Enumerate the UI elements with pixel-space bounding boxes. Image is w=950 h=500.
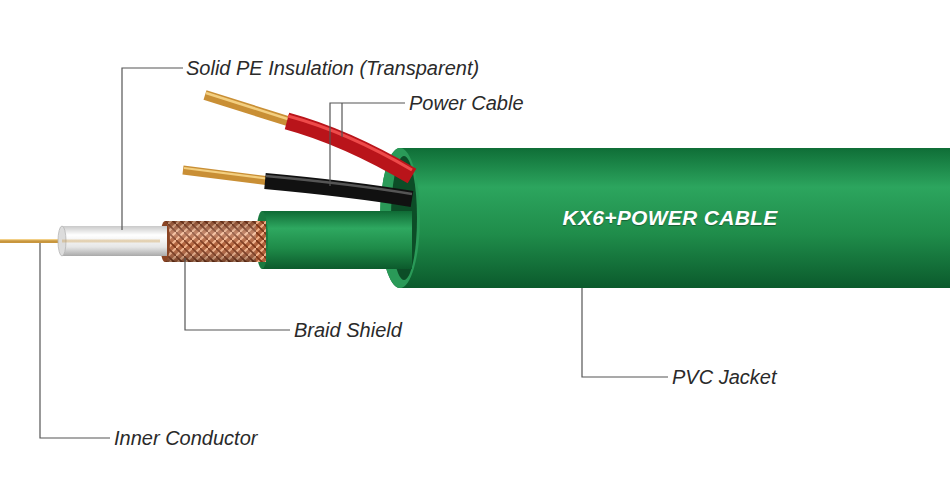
- red-wire-strands: [205, 95, 294, 123]
- inner-conductor: [0, 239, 64, 243]
- pe-insulation-end: [58, 226, 66, 256]
- conductor-through-pe: [62, 240, 167, 243]
- coax-sheath: [262, 211, 412, 269]
- leader-line: [330, 103, 405, 186]
- jacket-cavity: [391, 156, 417, 280]
- part-label: Inner Conductor: [114, 426, 257, 450]
- black-wire-insulation: [265, 181, 412, 199]
- leader-line: [40, 243, 110, 438]
- black-wire-strand-highlight: [184, 168, 270, 179]
- pe-insulation-exit: [160, 226, 167, 256]
- braid-shield-exit: [256, 221, 266, 262]
- red-wire-strand-highlight: [206, 93, 294, 121]
- black-wire-strands: [183, 170, 270, 181]
- jacket-end-face: [380, 148, 420, 288]
- leader-line: [582, 288, 668, 377]
- part-label: Solid PE Insulation (Transparent): [186, 56, 479, 80]
- cable-jacket: KX6+POWER CABLE: [380, 148, 950, 288]
- part-label: Braid Shield: [294, 318, 402, 342]
- coax-sheath-end: [256, 211, 268, 269]
- red-wire-highlight: [288, 116, 412, 170]
- leader-line: [185, 258, 290, 330]
- braid-shield-end: [160, 221, 170, 262]
- leader-line: [122, 68, 183, 230]
- leader-line: [341, 103, 342, 137]
- braid-shield: [165, 221, 264, 262]
- part-label: PVC Jacket: [672, 365, 776, 389]
- part-label: Power Cable: [409, 91, 524, 115]
- red-wire-insulation: [287, 121, 412, 176]
- black-wire-highlight: [266, 176, 412, 194]
- conductor-highlight: [0, 239, 64, 240]
- pe-insulation: [62, 226, 167, 256]
- cable-name: KX6+POWER CABLE: [562, 206, 777, 230]
- braid-shading: [165, 221, 264, 262]
